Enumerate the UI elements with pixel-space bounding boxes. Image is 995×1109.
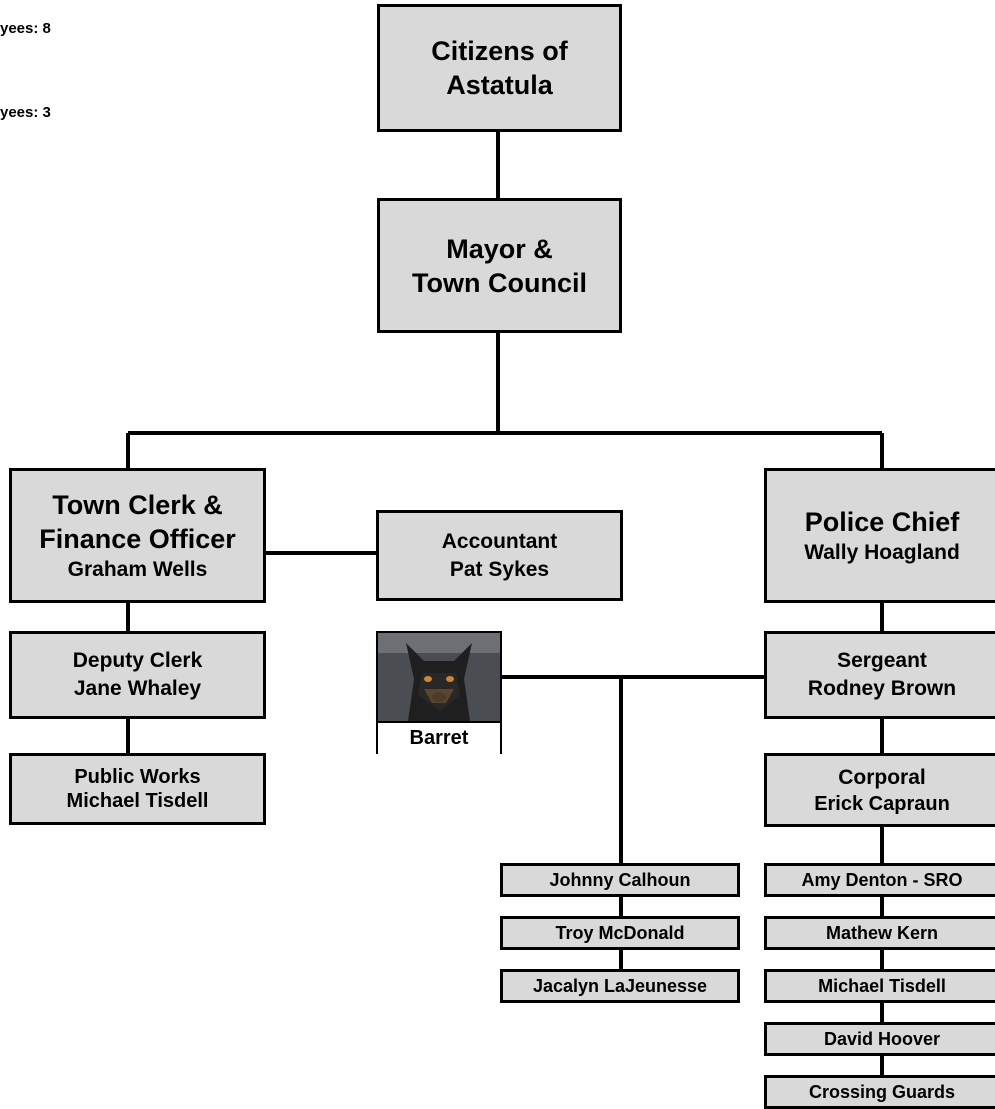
town-clerk-box: Town Clerk & Finance Officer Graham Well… bbox=[9, 468, 266, 603]
council-box: Mayor & Town Council bbox=[377, 198, 622, 333]
corporal-box: Corporal Erick Capraun bbox=[764, 753, 995, 827]
staff-box: Troy McDonald bbox=[500, 916, 740, 950]
council-line: Mayor & bbox=[446, 233, 553, 264]
accountant-box: Accountant Pat Sykes bbox=[376, 510, 623, 601]
staff-box: Amy Denton - SRO bbox=[764, 863, 995, 897]
k9-name: Barret bbox=[378, 721, 500, 754]
staff-box: Mathew Kern bbox=[764, 916, 995, 950]
accountant-name: Pat Sykes bbox=[449, 557, 550, 581]
staff-name: Troy McDonald bbox=[555, 923, 685, 943]
deputy-clerk-title: Deputy Clerk bbox=[72, 649, 203, 672]
staff-box: David Hoover bbox=[764, 1022, 995, 1056]
council-line: Town Council bbox=[412, 267, 587, 298]
police-chief-box: Police Chief Wally Hoagland bbox=[764, 468, 995, 603]
staff-name: David Hoover bbox=[823, 1029, 941, 1049]
corporal-name: Erick Capraun bbox=[814, 793, 950, 815]
corporal-title: Corporal bbox=[838, 766, 926, 789]
dog-photo bbox=[378, 633, 500, 721]
staff-box: Jacalyn LaJeunesse bbox=[500, 969, 740, 1003]
town-clerk-title: Town Clerk & bbox=[52, 489, 223, 520]
citizens-line: Citizens of bbox=[431, 36, 568, 66]
staff-name: Jacalyn LaJeunesse bbox=[532, 976, 708, 996]
staff-name: Michael Tisdell bbox=[818, 976, 946, 996]
public-works-title: Public Works bbox=[74, 766, 201, 788]
staff-box: Crossing Guards bbox=[764, 1075, 995, 1109]
public-works-name: Michael Tisdell bbox=[66, 790, 209, 812]
staff-name: Mathew Kern bbox=[825, 923, 939, 943]
employee-count-note: yees: 8 bbox=[0, 20, 51, 37]
staff-box: Johnny Calhoun bbox=[500, 863, 740, 897]
deputy-clerk-name: Jane Whaley bbox=[73, 677, 202, 700]
citizens-box: Citizens of Astatula bbox=[377, 4, 622, 132]
public-works-box: Public Works Michael Tisdell bbox=[9, 753, 266, 825]
citizens-line: Astatula bbox=[446, 70, 553, 100]
town-clerk-name: Graham Wells bbox=[67, 557, 208, 581]
police-chief-name: Wally Hoagland bbox=[804, 540, 960, 564]
k9-barret-card: Barret bbox=[376, 631, 502, 754]
sergeant-title: Sergeant bbox=[837, 649, 927, 672]
town-clerk-title: Finance Officer bbox=[39, 523, 236, 554]
staff-box: Michael Tisdell bbox=[764, 969, 995, 1003]
sergeant-box: Sergeant Rodney Brown bbox=[764, 631, 995, 719]
police-chief-title: Police Chief bbox=[804, 506, 960, 537]
employee-count-note: yees: 3 bbox=[0, 104, 51, 121]
staff-name: Crossing Guards bbox=[808, 1082, 956, 1102]
accountant-title: Accountant bbox=[441, 529, 558, 553]
sergeant-name: Rodney Brown bbox=[807, 677, 957, 700]
staff-name: Amy Denton - SRO bbox=[801, 870, 963, 890]
deputy-clerk-box: Deputy Clerk Jane Whaley bbox=[9, 631, 266, 719]
staff-name: Johnny Calhoun bbox=[549, 870, 691, 890]
